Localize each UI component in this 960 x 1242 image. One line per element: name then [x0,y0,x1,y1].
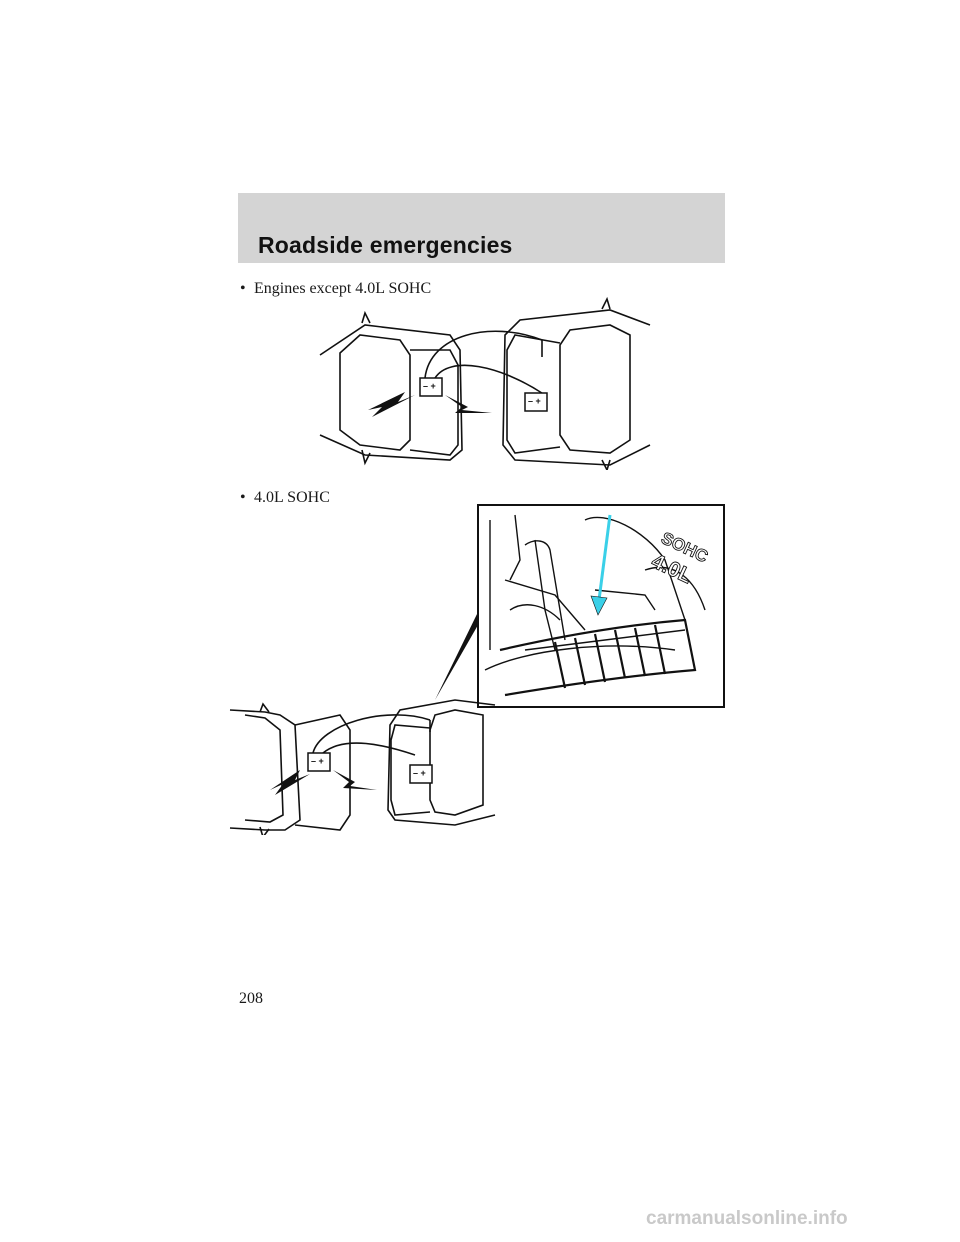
bullet-symbol: • [240,280,246,297]
ground-point-arrow-icon [597,514,612,601]
bullet-sohc: • 4.0L SOHC [240,489,330,507]
page-title: Roadside emergencies [258,232,513,258]
battery-right [524,392,548,412]
watermark: carmanualsonline.info [646,1208,848,1229]
lightning-bolt-icon [445,395,492,413]
right-car-body [502,309,651,466]
left-car-body [319,324,463,461]
air-intake-hose [499,618,697,697]
jump-start-diagram-2: SOHC 4.0L – + – + [229,504,725,835]
bullet-text: Engines except 4.0L SOHC [254,280,432,297]
battery-left [419,377,443,397]
callout-wedge [435,612,478,700]
bullet-engines-except: • Engines except 4.0L SOHC [240,280,431,298]
lightning-bolt-icon [368,392,415,417]
lightning-bolt-icon [333,770,377,790]
jump-start-diagram-1: – + – + [319,296,651,470]
jumper-cable [424,330,543,379]
bullet-symbol: • [240,489,246,506]
battery-right [409,764,433,784]
battery-right-terminals: – + [528,396,541,406]
battery-left [307,752,331,772]
header-band [238,193,725,263]
battery-right-terminals: – + [413,768,426,778]
page-number: 208 [239,990,263,1007]
battery-left-terminals: – + [311,756,324,766]
battery-left-terminals: – + [423,381,436,391]
bullet-text: 4.0L SOHC [254,489,330,506]
lightning-bolt-icon [270,770,310,795]
